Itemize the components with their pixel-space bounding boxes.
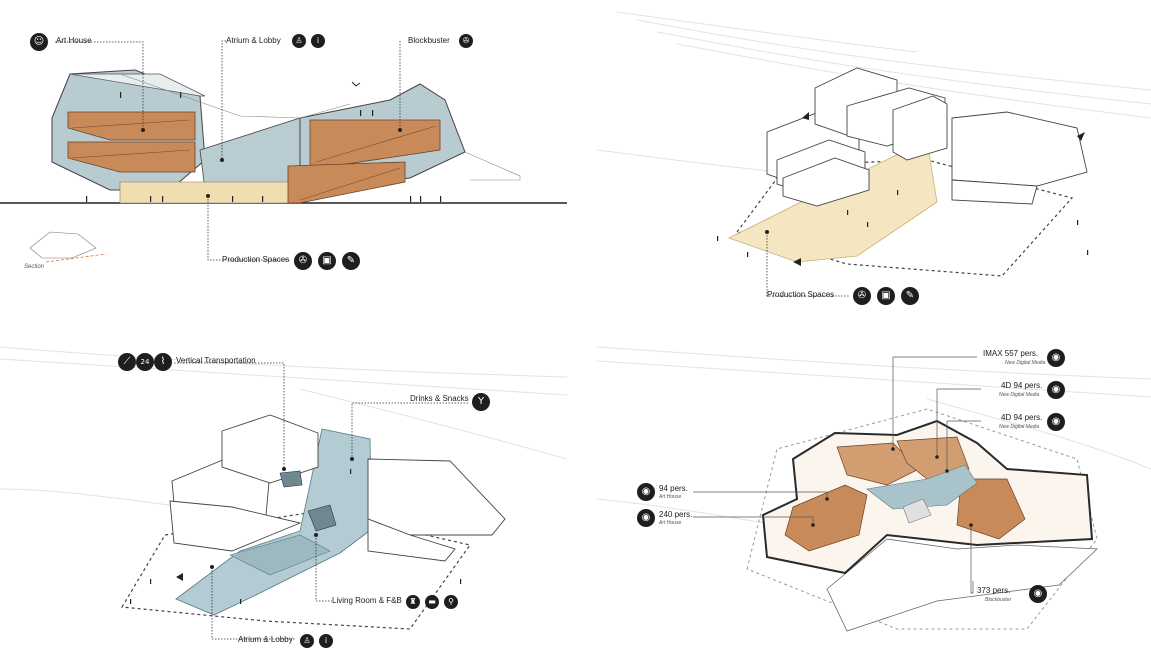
d4-a-label: 4D 94 pers. bbox=[1001, 381, 1043, 390]
people-icon: ♙ bbox=[300, 634, 314, 648]
production-spaces-label: Production Spaces bbox=[767, 290, 835, 299]
production-spaces-label: Production Spaces bbox=[222, 255, 290, 264]
shop-icon: ⚲ bbox=[444, 595, 458, 609]
circulation-panel: ⟋ 24 ⌇ Vertical Transportation Drinks & … bbox=[0, 339, 567, 660]
workstation-icon: ▣ bbox=[318, 252, 336, 270]
film-camera-icon: ✇ bbox=[294, 252, 312, 270]
escalator-icon: ⟋ bbox=[118, 353, 136, 371]
info-icon: i bbox=[311, 34, 325, 48]
drinks-snacks-label: Drinks & Snacks bbox=[410, 394, 469, 403]
theaters-drawing bbox=[597, 346, 1151, 632]
edit-icon: ✎ bbox=[342, 252, 360, 270]
cocktail-icon: Y bbox=[472, 393, 490, 411]
d4-b-label: 4D 94 pers. bbox=[1001, 413, 1043, 422]
vertical-transportation-label: Vertical Transportation bbox=[176, 356, 256, 365]
axon-production-panel: Production Spaces ✇ ▣ ✎ bbox=[597, 0, 1151, 310]
film-reel-icon: ◉ bbox=[637, 483, 655, 501]
people-icon: ♙ bbox=[292, 34, 306, 48]
living-room-label: Living Room & F&B bbox=[332, 596, 402, 605]
d4-b-sub: New Digital Media bbox=[999, 424, 1040, 430]
circulation-drawing bbox=[0, 346, 567, 640]
p373-sub: Blockbuster bbox=[985, 597, 1012, 603]
film-reel-icon: ◉ bbox=[1047, 381, 1065, 399]
p94-label: 94 pers. bbox=[659, 484, 688, 493]
elevator-icon: 24 bbox=[136, 353, 154, 371]
workstation-icon: ▣ bbox=[877, 287, 895, 305]
axon-production-drawing bbox=[597, 11, 1151, 297]
imax-label: IMAX 557 pers. bbox=[983, 349, 1039, 358]
blockbuster-label: Blockbuster bbox=[408, 36, 450, 45]
section-panel: ☺ Art House Atrium & Lobby ♙ i Blockbust… bbox=[0, 0, 567, 307]
food-icon: ▬ bbox=[425, 595, 439, 609]
imax-sub: New Digital Media bbox=[1005, 360, 1046, 366]
atrium-lobby-label: Atrium & Lobby bbox=[226, 36, 281, 45]
art-house-label: Art House bbox=[56, 36, 92, 45]
theaters-panel: IMAX 557 pers. New Digital Media ◉ 4D 94… bbox=[597, 339, 1151, 660]
edit-icon: ✎ bbox=[901, 287, 919, 305]
info-icon: i bbox=[319, 634, 333, 648]
d4-a-sub: New Digital Media bbox=[999, 392, 1040, 398]
elevator-24-text: 24 bbox=[140, 358, 150, 366]
film-reel-icon: ◉ bbox=[1047, 349, 1065, 367]
p373-label: 373 pers. bbox=[977, 586, 1011, 595]
theater-mask-icon: ☺ bbox=[30, 33, 48, 51]
atrium-lobby-label: Atrium & Lobby bbox=[238, 635, 293, 644]
section-key-label: Section bbox=[24, 264, 45, 270]
film-reel-icon: ◉ bbox=[637, 509, 655, 527]
p240-label: 240 pers. bbox=[659, 510, 693, 519]
stairs-icon: ⌇ bbox=[154, 353, 172, 371]
film-reel-icon: ◉ bbox=[1029, 585, 1047, 603]
section-drawing bbox=[0, 40, 567, 263]
lounge-chair-icon: ♜ bbox=[406, 595, 420, 609]
film-camera-icon: ✇ bbox=[459, 34, 473, 48]
film-camera-icon: ✇ bbox=[853, 287, 871, 305]
film-reel-icon: ◉ bbox=[1047, 413, 1065, 431]
p240-sub: Art House bbox=[659, 520, 682, 526]
p94-sub: Art House bbox=[659, 494, 682, 500]
